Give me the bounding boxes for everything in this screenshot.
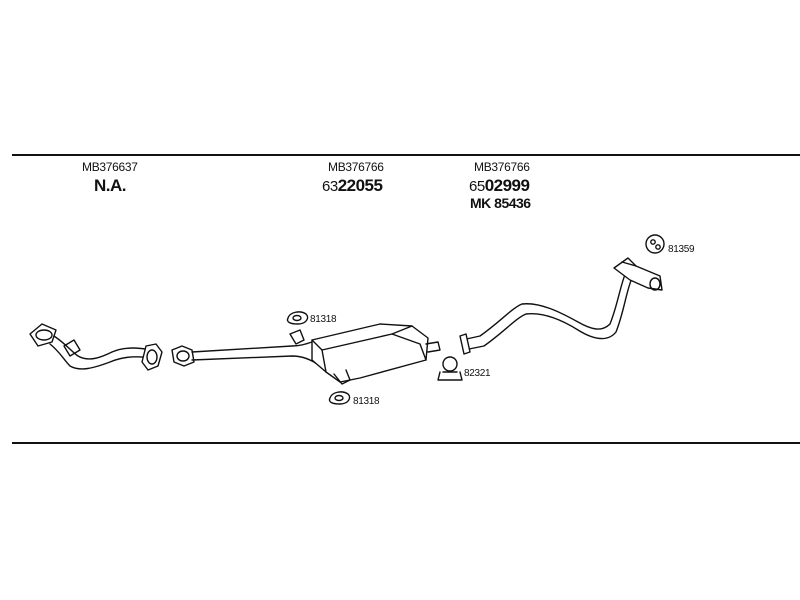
- callout-gasket-upper: 81318: [310, 314, 337, 325]
- ref-prefix: 65: [469, 178, 485, 195]
- ref-rear-pipe: 6502999: [469, 176, 530, 196]
- front-pipe: [29, 323, 163, 371]
- callout-gasket-lower: 81318: [353, 396, 380, 407]
- oem-number-middle-silencer: MB376766: [328, 160, 384, 174]
- oem-number-rear-pipe: MB376766: [474, 160, 530, 174]
- ref-prefix: 63: [322, 178, 338, 195]
- ref-number: 22055: [337, 176, 383, 195]
- oem-number-front-pipe: MB376637: [82, 160, 138, 174]
- clamp: [437, 356, 463, 381]
- gasket-lower: [328, 391, 351, 405]
- callout-hanger: 81359: [668, 244, 695, 255]
- callout-clamp: 82321: [464, 368, 491, 379]
- gasket-upper: [286, 311, 309, 325]
- rubber-hanger: [645, 234, 665, 254]
- middle-silencer: [171, 323, 441, 385]
- ref-front-pipe: N.A.: [94, 176, 127, 195]
- top-rule: [12, 154, 800, 156]
- ref-mounting-kit: MK 85436: [470, 195, 531, 211]
- bottom-rule: [12, 442, 800, 444]
- rear-pipe: [459, 257, 663, 355]
- ref-middle-silencer: 6322055: [322, 176, 383, 196]
- ref-number: 02999: [484, 176, 530, 195]
